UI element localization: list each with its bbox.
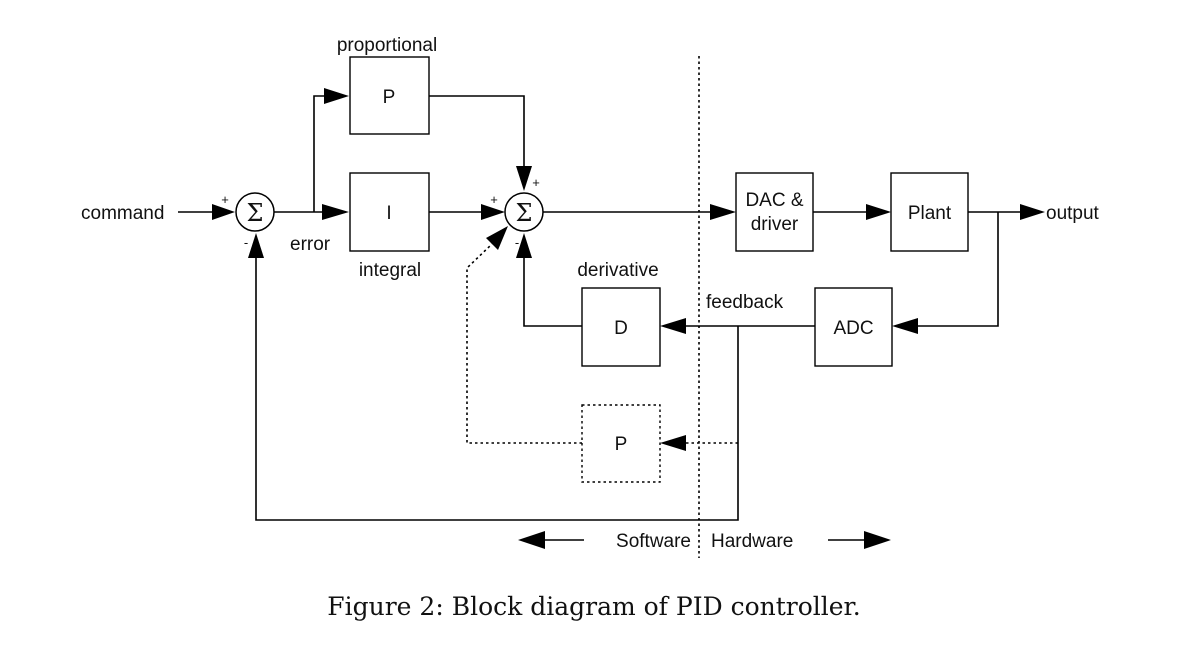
summer-2-minus-sign: - <box>515 235 519 250</box>
proportional-in-arrow <box>516 166 532 191</box>
alt-p-in-arrow <box>486 226 508 250</box>
sensor-line <box>918 212 999 327</box>
proportional-block: P <box>349 56 430 135</box>
to-adc-arrow <box>892 318 918 334</box>
feedback-label: feedback <box>706 292 784 313</box>
hardware-label: Hardware <box>711 531 793 552</box>
plant-block: Plant <box>890 172 969 252</box>
error-label: error <box>290 234 331 255</box>
to-dac-arrow <box>710 204 736 220</box>
software-label: Software <box>616 531 691 552</box>
integral-in-arrow <box>481 204 505 220</box>
summer-1-minus-sign: - <box>244 235 248 250</box>
dac-driver-block-label-line1: DAC & <box>745 190 803 211</box>
software-arrow-head <box>518 531 545 549</box>
integral-label: integral <box>359 260 421 281</box>
hardware-arrow-head <box>864 531 891 549</box>
derivative-out-line <box>523 258 582 327</box>
summer-2-plus-sign-left: + <box>490 192 498 207</box>
output-arrow <box>1020 204 1045 220</box>
alt-p-out-line <box>466 243 582 444</box>
to-summer1-arrow <box>248 233 264 258</box>
proportional-out-line <box>429 95 525 166</box>
proportional-block-label: P <box>383 87 396 108</box>
adc-block: ADC <box>814 287 893 367</box>
to-derivative-arrow <box>660 318 686 334</box>
to-alt-p-arrow <box>660 435 686 451</box>
derivative-in-arrow <box>516 233 532 258</box>
integral-block-label: I <box>386 203 391 224</box>
proportional-label: proportional <box>337 35 437 56</box>
derivative-block-frame <box>581 287 661 367</box>
summer-2-circle <box>504 192 544 232</box>
proportional-block-frame <box>349 56 430 135</box>
summer-1-plus-sign: + <box>221 192 229 207</box>
dac-driver-block-frame <box>735 172 814 252</box>
to-proportional-line <box>313 95 324 212</box>
derivative-label: derivative <box>577 260 658 281</box>
derivative-block-label: D <box>614 318 628 339</box>
command-arrow <box>212 204 235 220</box>
alt-proportional-block: P <box>581 404 661 483</box>
dac-driver-block-label-line2: driver <box>751 214 799 235</box>
summer-1-symbol: Σ <box>247 199 264 227</box>
plant-block-label: Plant <box>908 203 952 224</box>
negative-feedback-line <box>255 258 739 521</box>
alt-proportional-block-frame <box>581 404 661 483</box>
plant-block-frame <box>890 172 969 252</box>
dac-driver-block: DAC & driver <box>735 172 814 252</box>
integral-block-frame <box>349 172 430 252</box>
alt-proportional-block-label: P <box>615 434 628 455</box>
summer-2-plus-sign-top: + <box>532 175 540 190</box>
adc-block-label: ADC <box>833 318 873 339</box>
summer-1: Σ + - <box>221 192 275 250</box>
derivative-block: D <box>581 287 661 367</box>
to-integral-arrow <box>322 204 349 220</box>
to-proportional-arrow <box>324 88 349 104</box>
adc-block-frame <box>814 287 893 367</box>
summer-1-circle <box>235 192 275 232</box>
command-label: command <box>81 203 164 224</box>
summer-2-symbol: Σ <box>516 199 533 227</box>
integral-block: I <box>349 172 430 252</box>
summer-2: Σ + + - <box>490 175 544 250</box>
figure-caption: Figure 2: Block diagram of PID controlle… <box>327 592 860 621</box>
output-label: output <box>1046 203 1100 224</box>
to-plant-arrow <box>866 204 891 220</box>
